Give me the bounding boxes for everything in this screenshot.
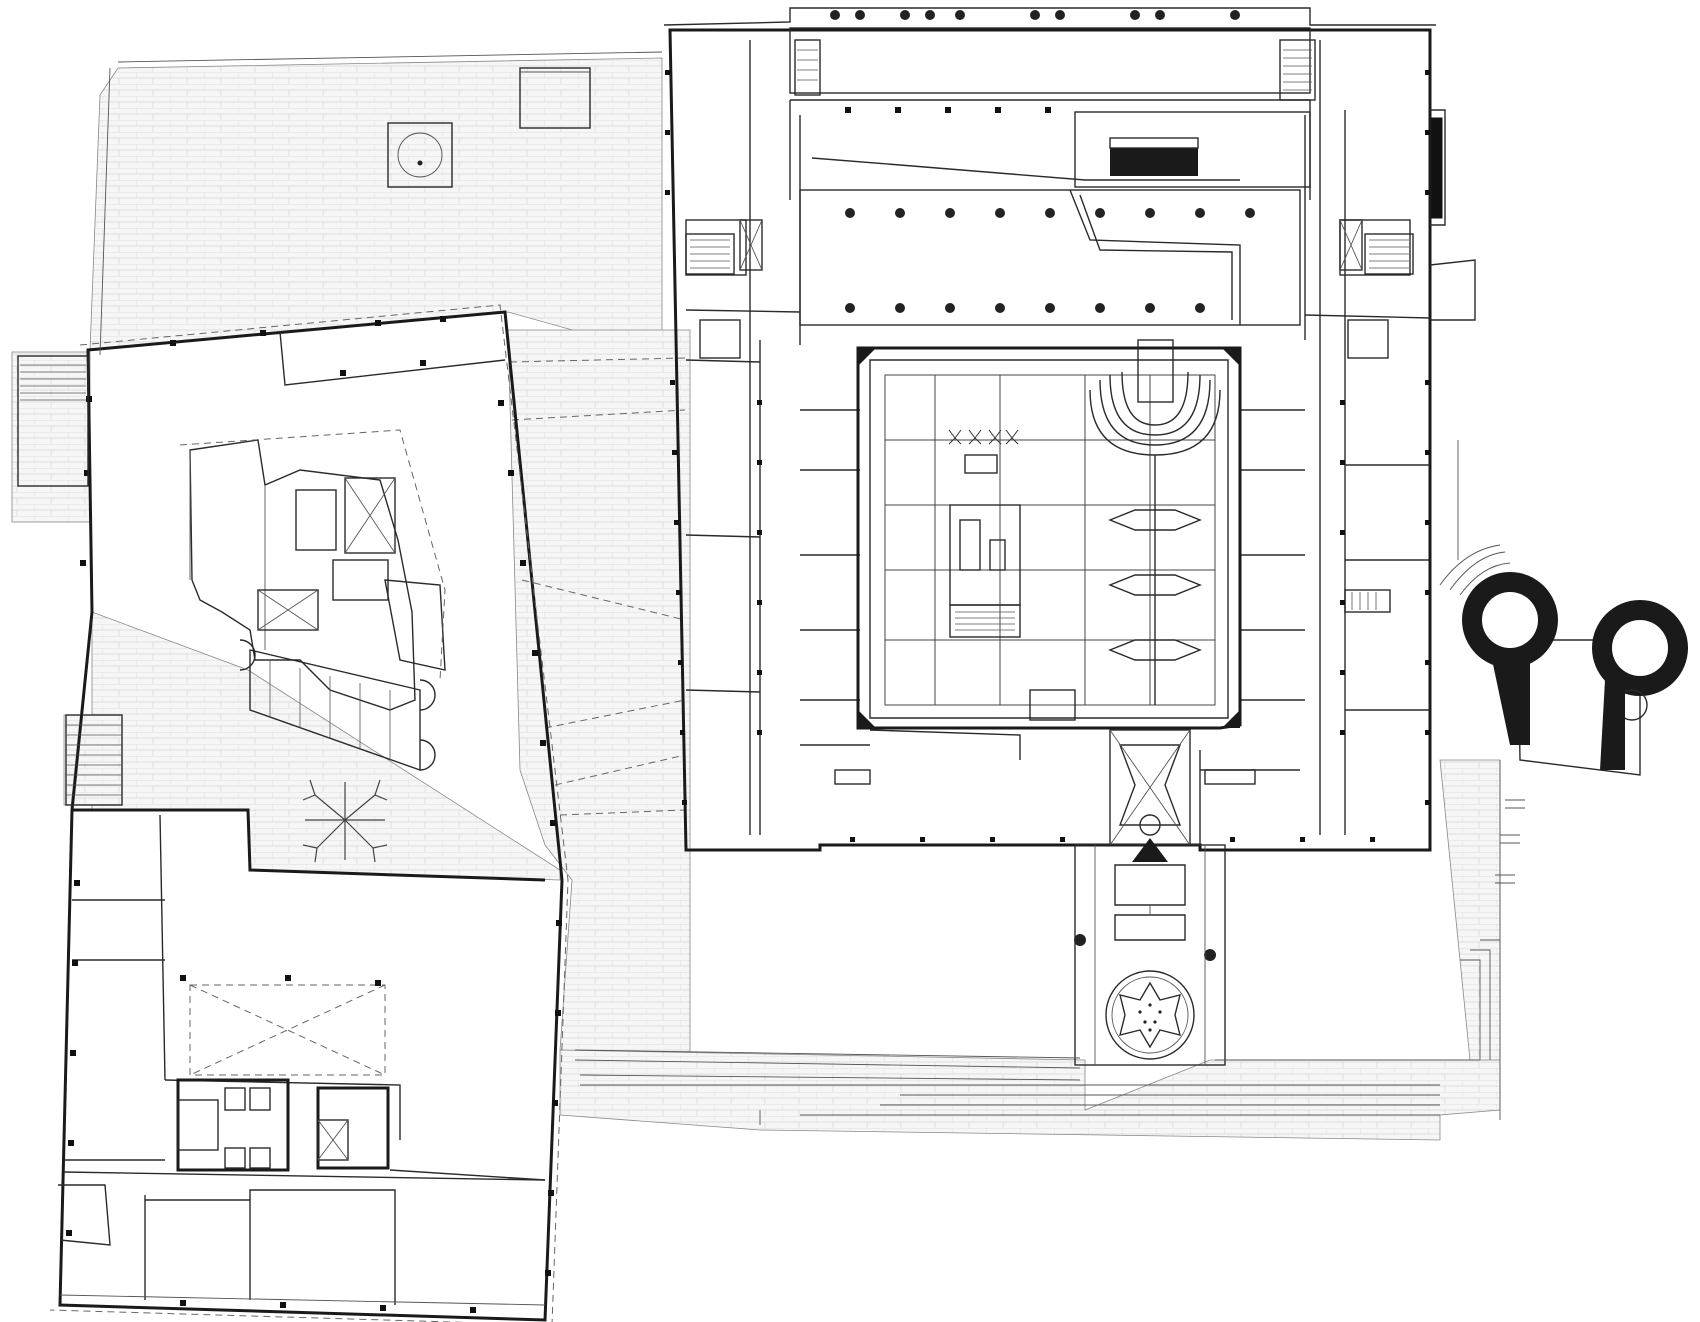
- north-west-plaza: [89, 57, 663, 356]
- plaza-features: [387, 67, 591, 188]
- site-boundary: [99, 51, 1501, 1125]
- west-exterior-stairs: [17, 355, 123, 806]
- central-plaza: [507, 329, 691, 1071]
- entrance-triangle-arrow-icon: [1132, 838, 1168, 862]
- circular-tower-left-icon: [1462, 572, 1558, 745]
- central-courtyard: [856, 339, 1242, 730]
- south-terrace: [559, 939, 1501, 1141]
- tree-row-icon: [948, 429, 1019, 445]
- west-building-columns: [66, 316, 562, 1313]
- main-building: [663, 7, 1476, 852]
- plaza-dashed-lines: [509, 357, 686, 816]
- main-building-columns: [665, 10, 1430, 961]
- west-building-upper-wing: [58, 310, 564, 1322]
- west-balcony: [11, 351, 91, 523]
- main-building-stairs: [685, 39, 1414, 785]
- circular-tower-right-icon: [1592, 600, 1688, 770]
- east-ground: [1439, 759, 1501, 1061]
- south-entrance-axis: [574, 729, 1480, 1116]
- paved-grounds: [11, 57, 1501, 1141]
- west-building: [49, 304, 569, 1322]
- courtyard-pools: [1108, 455, 1202, 705]
- octagonal-star-fountain-icon: [1105, 970, 1195, 1060]
- east-towers: [1439, 440, 1688, 884]
- tree-symbol-icon: [302, 779, 388, 863]
